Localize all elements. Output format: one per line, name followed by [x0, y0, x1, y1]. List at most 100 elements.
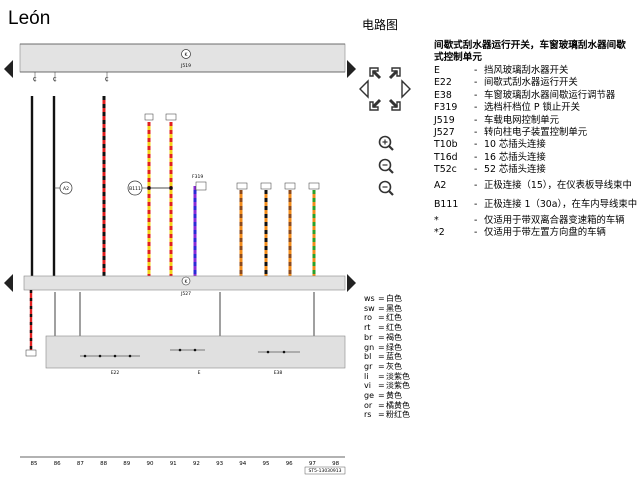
- j527-control-unit[interactable]: K J527: [23, 275, 346, 297]
- grid-number: 86: [54, 461, 61, 467]
- previous-page-arrow-icon[interactable]: [4, 60, 13, 78]
- wire-color-name: 红色: [386, 323, 402, 333]
- wire-color-code: br: [364, 332, 373, 342]
- pan-up-right-icon[interactable]: [388, 67, 401, 80]
- svg-text:B111: B111: [129, 186, 141, 192]
- next-page-arrow-lower-icon[interactable]: [347, 274, 356, 292]
- legend-code: B111: [434, 198, 459, 210]
- wire-color-name: 淡紫色: [386, 381, 410, 391]
- svg-text:A2: A2: [63, 186, 69, 192]
- legend-dash: -: [474, 139, 478, 151]
- pan-left-icon[interactable]: [359, 79, 369, 99]
- pan-up-left-icon[interactable]: [369, 67, 382, 80]
- legend-item: E22-间歇式刮水器运行开关: [434, 77, 630, 89]
- legend-code: *2: [434, 227, 445, 239]
- legend-desc: 挡风玻璃刮水器开关: [484, 65, 569, 76]
- pan-down-right-icon[interactable]: [388, 98, 401, 111]
- grid-number: 85: [31, 461, 38, 467]
- legend-desc: 仅适用于带左置方向盘的车辆: [484, 227, 606, 239]
- legend-code: E: [434, 65, 440, 76]
- legend-item: T10b-10 芯插头连接: [434, 139, 630, 151]
- wire-color-code: bl: [364, 352, 372, 362]
- page-title: León: [8, 8, 51, 29]
- a2-connection[interactable]: A2: [54, 181, 73, 195]
- legend-item: E38-车窗玻璃刮水器间歇运行调节器: [434, 90, 630, 102]
- wire-color-name: 黄色: [386, 391, 402, 401]
- legend-desc: 间歇式刮水器运行开关: [484, 77, 578, 89]
- legend-item: *2-仅适用于带左置方向盘的车辆: [434, 227, 630, 239]
- wire-color-code: li: [364, 371, 369, 381]
- legend-desc: 车窗玻璃刮水器间歇运行调节器: [484, 89, 616, 101]
- svg-text:K: K: [185, 279, 189, 285]
- b111-connection[interactable]: B111: [127, 180, 173, 196]
- legend-dash: -: [474, 164, 478, 176]
- zoom-reset-icon[interactable]: [377, 157, 395, 175]
- wire-color-item: vi=淡紫色: [364, 381, 410, 391]
- j519-label: J519: [180, 63, 191, 69]
- f319-switch[interactable]: F319: [192, 174, 207, 191]
- wire-color-code: ro: [364, 313, 373, 323]
- wire-color-item: br=褐色: [364, 333, 410, 343]
- zoom-out-icon[interactable]: [377, 179, 395, 197]
- j519-control-unit[interactable]: K J519: [19, 43, 346, 73]
- e22-label: E22: [111, 370, 120, 376]
- grid-number: 90: [147, 461, 154, 467]
- wire-color-equals: =: [378, 371, 385, 381]
- wire-color-equals: =: [378, 332, 385, 342]
- wire-color-equals: =: [378, 342, 385, 352]
- legend-dash: -: [474, 151, 478, 163]
- legend-item: F319-选档杆档位 P 锁止开关: [434, 102, 630, 114]
- legend-desc: 车载电网控制单元: [484, 114, 560, 126]
- wire-color-item: gr=灰色: [364, 362, 410, 372]
- legend-code: *: [434, 214, 439, 226]
- legend-dash: -: [474, 65, 478, 76]
- wire-color-item: rt=红色: [364, 323, 410, 333]
- wire-color-item: rs=粉红色: [364, 410, 410, 420]
- pan-control[interactable]: [356, 60, 414, 118]
- legend-code: A2: [434, 179, 447, 191]
- legend-code: E22: [434, 77, 452, 89]
- pan-right-icon[interactable]: [401, 79, 411, 99]
- wire-color-name: 红色: [386, 313, 402, 323]
- wire-color-equals: =: [378, 352, 385, 362]
- wire-color-name: 粉红色: [386, 410, 410, 420]
- grid-number: 94: [239, 461, 246, 467]
- grid-number: 93: [216, 461, 223, 467]
- legend-code: F319: [434, 102, 458, 114]
- next-page-arrow-icon[interactable]: [347, 60, 356, 78]
- wire-color-name: 黑色: [386, 303, 402, 313]
- legend-code: E38: [434, 89, 452, 101]
- zoom-in-icon[interactable]: [377, 134, 395, 152]
- wire-color-item: or=橘黄色: [364, 401, 410, 411]
- wire-color-equals: =: [378, 313, 385, 323]
- wire-color-item: bl=蓝色: [364, 352, 410, 362]
- footer-code: ST5-13030913: [309, 468, 342, 474]
- wire-color-name: 灰色: [386, 361, 402, 371]
- wire-color-code: vi: [364, 381, 371, 391]
- legend-desc: 52 芯插头连接: [484, 164, 546, 176]
- wire-color-code: gn: [364, 342, 375, 352]
- legend-item: *-仅适用于带双离合器变速箱的车辆: [434, 215, 630, 227]
- legend-dash: -: [474, 214, 478, 226]
- wire-color-equals: =: [378, 361, 385, 371]
- wire-color-code: rs: [364, 410, 372, 420]
- legend-dash: -: [474, 179, 478, 191]
- svg-text:F319: F319: [192, 174, 203, 180]
- wiper-switch-assembly[interactable]: E22 E E38: [45, 335, 346, 376]
- pan-down-left-icon[interactable]: [369, 98, 382, 111]
- grid-number: 96: [286, 461, 293, 467]
- legend-code: J527: [434, 127, 455, 139]
- wire-color-name: 绿色: [386, 342, 402, 352]
- wire-color-name: 淡紫色: [386, 371, 410, 381]
- legend-dash: -: [474, 127, 478, 139]
- legend-code: T10b: [434, 139, 458, 151]
- legend-desc: 16 芯插头连接: [484, 151, 546, 163]
- legend-dash: -: [474, 114, 478, 126]
- wire-color-equals: =: [378, 294, 385, 303]
- wire-color-equals: =: [378, 303, 385, 313]
- previous-page-arrow-lower-icon[interactable]: [4, 274, 13, 292]
- wire-color-equals: =: [378, 391, 385, 401]
- legend-dash: -: [474, 102, 478, 114]
